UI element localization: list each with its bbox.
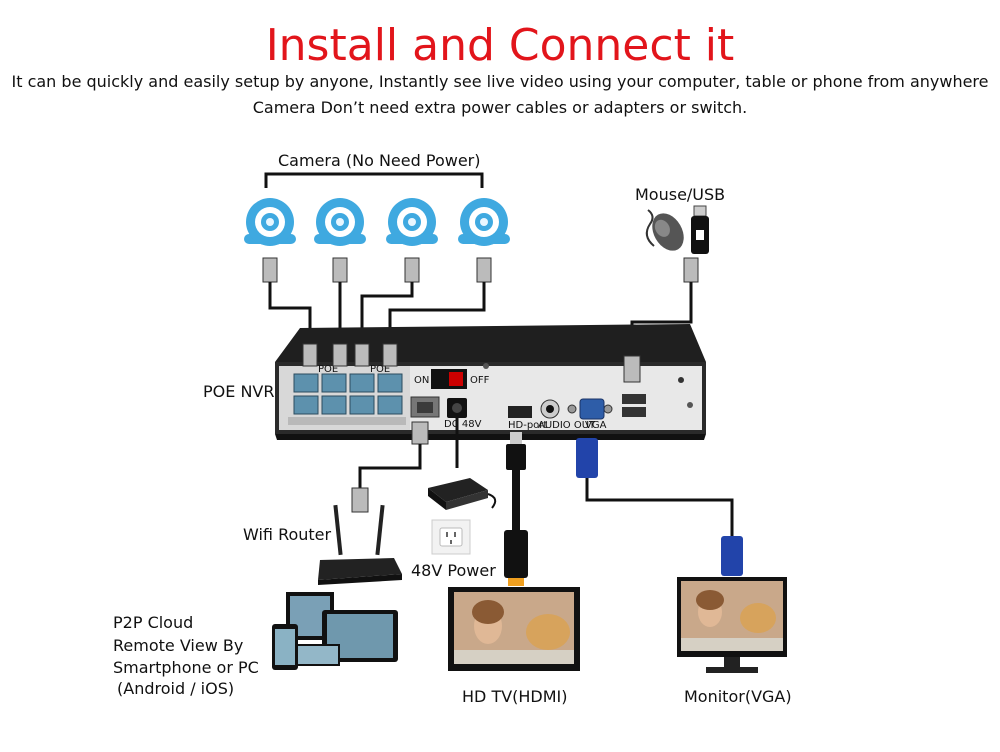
vga-plug-bottom [721, 536, 743, 576]
nvr-plug-3 [354, 343, 370, 367]
poe-port-2 [321, 373, 347, 393]
usb-drive-icon [691, 205, 709, 254]
page-title: Install and Connect it [265, 20, 735, 71]
camera-icon-2 [314, 198, 366, 246]
mouse-icon [645, 209, 684, 251]
poe-nvr-label: POE NVR [203, 382, 275, 401]
monitor-label: Monitor(VGA) [684, 687, 792, 706]
mouse-usb-label: Mouse/USB [635, 185, 726, 204]
camera-plug-3 [404, 257, 420, 283]
mobile-devices-icon [272, 592, 398, 670]
camera-icon-1 [244, 198, 296, 246]
poe-port-6 [321, 395, 347, 415]
poe-port-1 [293, 373, 319, 393]
camera-plug-4 [476, 257, 492, 283]
power-adapter-icon [428, 478, 497, 510]
vga-port [579, 398, 605, 420]
poe-ports [293, 373, 403, 415]
hdmi-port-label: HD-port [508, 420, 547, 431]
camera-cable-3 [360, 282, 414, 346]
hdmi-cable [512, 470, 520, 530]
hdtv-label: HD TV(HDMI) [462, 687, 568, 706]
camera-cable-1 [268, 282, 312, 346]
switch-on-label: ON [414, 375, 429, 386]
screw-icon [483, 363, 489, 369]
router-plug [351, 487, 369, 513]
hdmi-plug-bottom [504, 530, 528, 578]
power-socket-icon [431, 519, 471, 555]
vga-port-label: VGA [585, 420, 607, 431]
subtitle-line-1: It can be quickly and easily setup by an… [11, 72, 989, 91]
poe-port-label: POE [318, 364, 338, 375]
monitor-icon [677, 577, 787, 673]
p2p-line-4: (Android / iOS) [117, 679, 235, 698]
poe-port-label-2: POE [370, 364, 390, 375]
nvr-plug-2 [332, 343, 348, 367]
p2p-line-2: Remote View By [113, 636, 244, 655]
switch-off-label: OFF [470, 375, 490, 386]
power-switch-toggle [449, 372, 463, 386]
hdmi-plug-tip [508, 578, 524, 586]
poe-port-4 [377, 373, 403, 393]
nvr-plug-4 [382, 343, 398, 367]
power-label: 48V Power [411, 561, 496, 580]
nvr-plug-1 [302, 343, 318, 367]
poe-port-3 [349, 373, 375, 393]
usb-port-1 [622, 394, 646, 404]
usb-port-2 [622, 407, 646, 417]
indicator-icon [678, 377, 684, 383]
wifi-router-icon [318, 504, 402, 585]
p2p-line-1: P2P Cloud [113, 613, 194, 632]
vga-cable [585, 478, 734, 536]
poe-port-8 [377, 395, 403, 415]
camera-plug-1 [262, 257, 278, 283]
hdmi-plug-top [506, 444, 526, 470]
camera-icon-4 [458, 198, 510, 246]
poe-port-5 [293, 395, 319, 415]
wifi-router-label: Wifi Router [243, 525, 332, 544]
vga-plug-top [576, 438, 598, 478]
camera-icon-3 [386, 198, 438, 246]
subtitle-line-2: Camera Don’t need extra power cables or … [252, 98, 748, 117]
camera-plug-2 [332, 257, 348, 283]
lan-plug [411, 421, 429, 445]
camera-bracket [264, 172, 484, 188]
p2p-line-3: Smartphone or PC [113, 658, 259, 677]
poe-strip [288, 417, 406, 425]
lan-cable [358, 444, 422, 490]
audio-port-label: AUDIO OUT [538, 420, 596, 431]
usb-plug [683, 257, 699, 283]
dc-port-label: DC 48V [444, 419, 482, 430]
cameras-label: Camera (No Need Power) [278, 151, 481, 170]
hdmi-port [508, 406, 532, 418]
poe-port-7 [349, 395, 375, 415]
hd-tv-icon [448, 587, 580, 671]
hdmi-plug-top-metal [510, 432, 522, 444]
nvr-usb-plug [623, 355, 641, 383]
